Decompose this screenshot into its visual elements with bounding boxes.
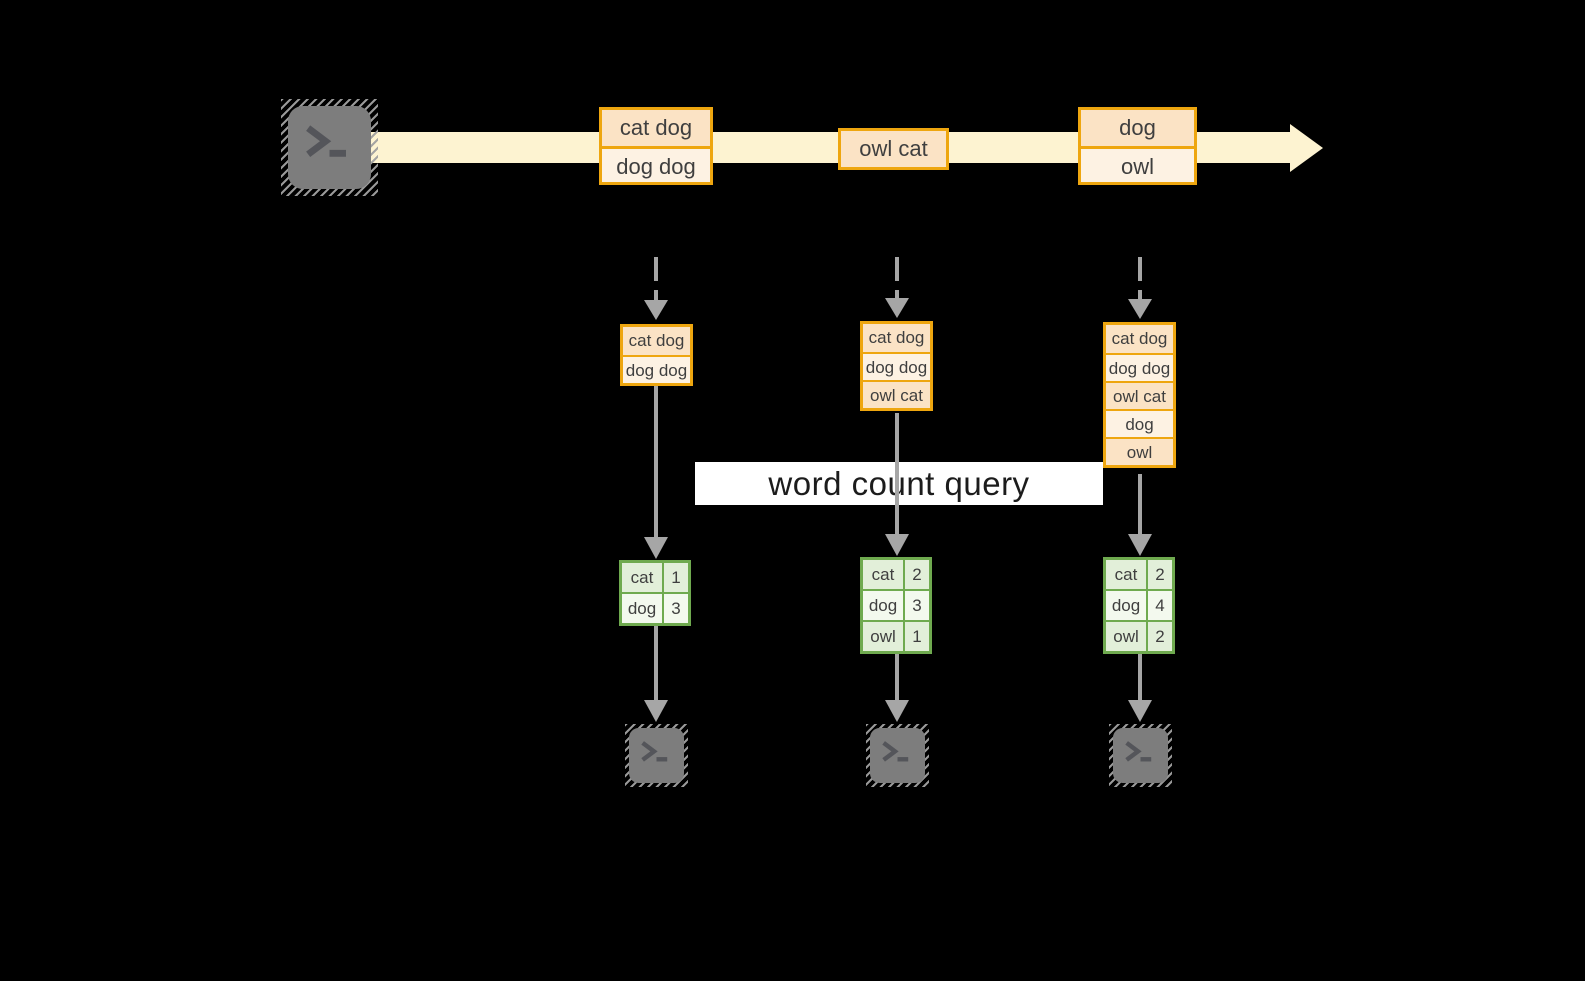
count-value: 3	[664, 594, 688, 623]
buffered-event-label: cat dog	[1106, 325, 1173, 353]
buffered-event-label: dog dog	[863, 352, 930, 380]
count-word: owl	[1106, 622, 1148, 651]
terminal-prompt-icon	[306, 125, 346, 158]
terminal-body	[629, 728, 684, 783]
terminal-source-icon	[281, 99, 378, 196]
count-value: 2	[1148, 622, 1172, 651]
terminal-prompt-icon	[882, 741, 909, 762]
terminal-body	[870, 728, 925, 783]
stream-to-buffer-arrowhead-2	[885, 298, 909, 318]
stream-to-buffer-arrowhead-3	[1128, 299, 1152, 319]
terminal-body	[1113, 728, 1168, 783]
stream-event-label: owl	[1081, 146, 1194, 182]
count-value: 3	[905, 591, 929, 620]
buffered-event-label: cat dog	[623, 327, 690, 355]
stream-arrowhead-icon	[1290, 124, 1323, 172]
count-value: 4	[1148, 591, 1172, 620]
buffered-event-label: dog dog	[1106, 353, 1173, 381]
count-word: owl	[863, 622, 905, 651]
stream-event-label: owl cat	[841, 131, 946, 167]
count-word: dog	[1106, 591, 1148, 620]
count-value: 2	[1148, 560, 1172, 589]
terminal-prompt-icon	[1125, 741, 1152, 762]
count-value: 2	[905, 560, 929, 589]
buffered-event-label: owl cat	[863, 380, 930, 408]
count-word: cat	[1106, 560, 1148, 589]
counts-to-sink-arrowhead-2	[885, 700, 909, 722]
buffer-to-counts-arrowhead-1	[644, 537, 668, 559]
buffer-to-counts-arrowhead-2	[885, 534, 909, 556]
buffered-event-label: dog	[1106, 409, 1173, 437]
terminal-sink-icon-3	[1109, 724, 1172, 787]
terminal-body	[287, 105, 372, 190]
stream-to-buffer-arrowhead-1	[644, 300, 668, 320]
count-word: dog	[622, 594, 664, 623]
terminal-sink-icon-1	[625, 724, 688, 787]
counts-to-sink-arrowhead-1	[644, 700, 668, 722]
buffered-event-label: dog dog	[623, 355, 690, 383]
buffered-event-label: cat dog	[863, 324, 930, 352]
terminal-prompt-icon	[641, 741, 668, 762]
stream-event-box-2: owl cat	[838, 128, 949, 170]
stream-event-label: dog dog	[602, 146, 710, 182]
count-value: 1	[905, 622, 929, 651]
counts-to-sink-arrowhead-3	[1128, 700, 1152, 722]
count-word: cat	[863, 560, 905, 589]
buffer-to-counts-arrowhead-3	[1128, 534, 1152, 556]
buffered-event-label: owl	[1106, 437, 1173, 465]
buffered-event-label: owl cat	[1106, 381, 1173, 409]
count-value: 1	[664, 563, 688, 592]
count-word: cat	[622, 563, 664, 592]
terminal-sink-icon-2	[866, 724, 929, 787]
stream-event-label: cat dog	[602, 110, 710, 146]
count-word: dog	[863, 591, 905, 620]
stream-event-label: dog	[1081, 110, 1194, 146]
